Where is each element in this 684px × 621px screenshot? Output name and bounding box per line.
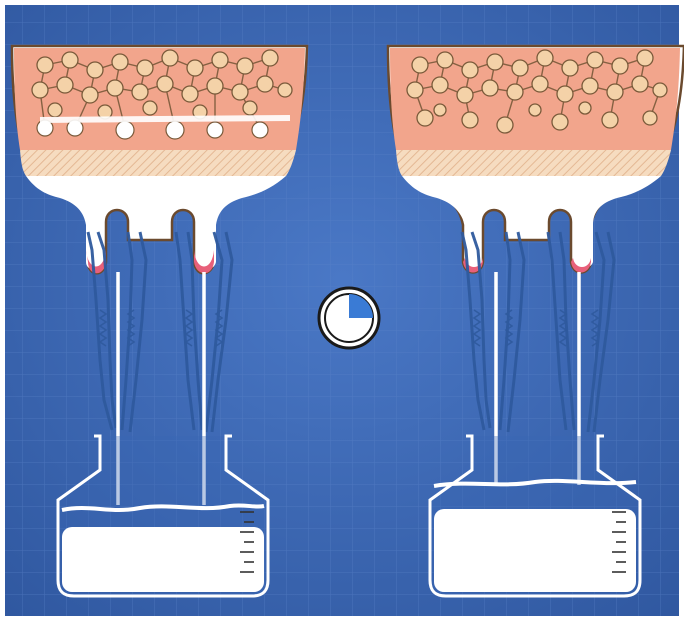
right-collection-jar bbox=[428, 434, 642, 598]
duct-ridges bbox=[98, 309, 600, 347]
left-collection-jar bbox=[56, 434, 270, 598]
milk-streams bbox=[116, 272, 581, 505]
right-jar-measure-ticks bbox=[612, 511, 626, 573]
right-breast bbox=[386, 44, 684, 274]
timer-icon bbox=[317, 286, 381, 350]
timer-elapsed-wedge bbox=[349, 294, 373, 318]
left-jar-milk-level bbox=[62, 527, 264, 592]
left-jar-measure-ticks bbox=[240, 511, 254, 573]
right-jar-milk-level bbox=[434, 509, 636, 592]
